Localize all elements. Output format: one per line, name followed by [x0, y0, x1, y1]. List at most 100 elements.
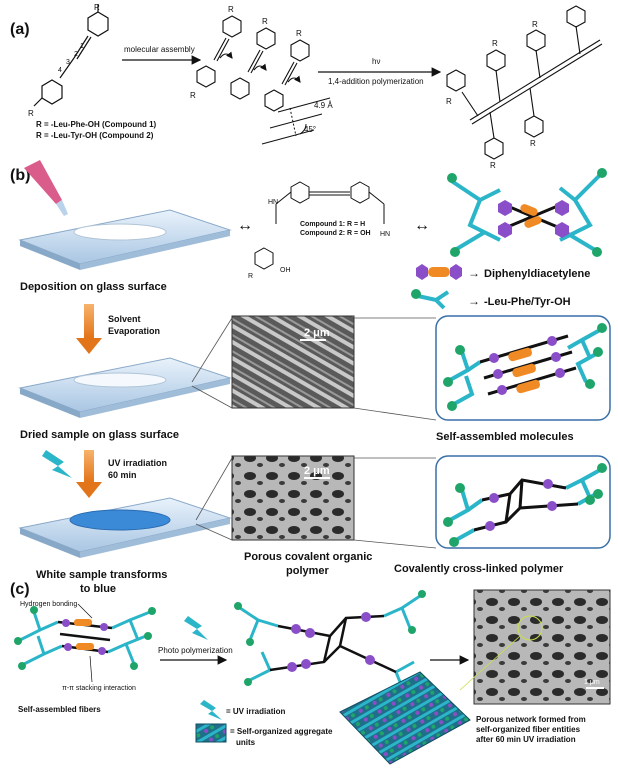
zoom-line-8: [353, 539, 437, 549]
zoom-line-2: [191, 385, 233, 409]
compound-structure: [254, 181, 385, 270]
blue-film: [69, 509, 171, 531]
fibers-label: Self-assembled fibers: [18, 705, 101, 714]
aggregate-legend-label-1: = Self-organized aggregate: [230, 727, 333, 736]
sem-image-porous: [231, 455, 355, 541]
stacked-monomers: [196, 15, 310, 112]
evaporation-arrow: [76, 304, 102, 354]
sem-image-fibers: [231, 315, 355, 409]
atom-num-1: 1: [80, 43, 84, 50]
panel-b-label: (b): [10, 167, 30, 184]
glass-slide-1: [18, 209, 232, 270]
r-group-3: R: [228, 5, 234, 14]
polymer-cartoon-c: [234, 590, 426, 698]
zoom-line-1: [191, 317, 233, 383]
pipette-icon: [24, 160, 68, 216]
step3-caption-1: White sample transforms: [36, 569, 167, 581]
r-group-8: R: [492, 39, 498, 48]
r-group-10: R: [490, 161, 496, 170]
step2-caption: Dried sample on glass surface: [20, 429, 179, 441]
aggregate-legend-icon: [195, 723, 227, 743]
panel-c-label: (c): [10, 581, 30, 598]
uv-arrow: [76, 450, 102, 498]
hbond-pointer: [77, 603, 93, 619]
dried-film: [73, 372, 167, 388]
droplet: [73, 223, 167, 241]
step1-caption: Deposition on glass surface: [20, 281, 167, 293]
panel-a-label: (a): [10, 21, 30, 38]
r-label-b: R: [248, 273, 253, 280]
cross-linked-cartoon: [443, 463, 607, 547]
assembly-label: molecular assembly: [124, 45, 195, 54]
box1-caption: Self-assembled molecules: [436, 431, 574, 443]
pi-pointer: [89, 655, 93, 683]
atom-num-4: 4: [58, 67, 62, 74]
r-group-5: R: [296, 29, 302, 38]
uv-label-1: UV irradiation: [108, 458, 167, 468]
evaporation-label-1: Solvent: [108, 314, 141, 324]
oh-label: OH: [280, 267, 291, 274]
self-assembled-fibers-cartoon: [14, 606, 156, 670]
cross-linked-box: [435, 455, 611, 549]
zoom-line-4: [353, 407, 437, 421]
aggregate-legend-label-2: units: [236, 738, 256, 747]
compound1-label: Compound 1: R = H: [300, 221, 365, 228]
legend-compound2: R = -Leu-Tyr-OH (Compound 2): [36, 131, 154, 140]
monomer-structure: [33, 4, 109, 107]
uv-label-2: 60 min: [108, 470, 137, 480]
legend-compound1: R = -Leu-Phe-OH (Compound 1): [36, 120, 157, 129]
stacked-molecules-cartoon: [443, 323, 607, 411]
sem2-caption-1: Porous covalent organic: [244, 551, 372, 563]
sem2-caption-2: polymer: [286, 565, 330, 577]
r-group-1: R: [94, 3, 100, 12]
r-group-9: R: [532, 20, 538, 29]
uv-legend-icon: [200, 700, 222, 720]
box2-caption: Covalently cross-linked polymer: [394, 563, 564, 575]
compound2-label: Compound 2: R = OH: [300, 230, 371, 237]
polymerization-label: 1,4-addition polymerization: [328, 77, 424, 86]
diacetylene-legend-icon: [416, 264, 462, 280]
legend-arrow-2: →: [468, 294, 480, 308]
scale-label-2: 2 μm: [304, 465, 330, 477]
zoom-line-5: [195, 457, 233, 521]
legend-diacetylene-label: Diphenyldiacetylene: [484, 268, 590, 280]
r-group-4: R: [262, 17, 268, 26]
zoom-line-6: [195, 523, 233, 541]
polymer-structure: [446, 5, 603, 160]
r-group-11: R: [530, 139, 536, 148]
hbond-label: Hydrogen bonding: [20, 601, 77, 608]
peptide-legend-icon: [411, 289, 450, 310]
scale-label-1: 2 μm: [304, 327, 330, 339]
step3-caption-2: to blue: [80, 583, 116, 595]
atom-num-2: 2: [74, 51, 78, 58]
angle-label: 45°: [304, 125, 316, 134]
equiv-arrow-1: ↔: [237, 217, 253, 234]
r-group-7: R: [446, 97, 452, 106]
sem-image-network: [473, 589, 611, 705]
stacking-geometry-inset: [261, 97, 331, 145]
nh-label-2: HN: [380, 231, 390, 238]
porous-caption-3: after 60 min UV irradiation: [476, 735, 576, 744]
glass-slide-2: [18, 357, 232, 418]
evaporation-label-2: Evaporation: [108, 326, 160, 336]
atom-num-3: 3: [66, 59, 70, 66]
aggregate-fiber-bundle: [339, 671, 471, 765]
highlight-circle: [517, 615, 543, 641]
pi-stacking-label: π-π stacking interaction: [62, 685, 136, 692]
zoom-line-9: [459, 635, 521, 691]
nh-label-1: HN: [268, 199, 278, 206]
glass-slide-3: [18, 497, 232, 558]
scale-label-3: 1 μm: [584, 679, 600, 686]
equiv-arrow-2: ↔: [414, 217, 430, 234]
hv-label: hν: [372, 57, 380, 66]
legend-peptide-label: -Leu-Phe/Tyr-OH: [484, 296, 571, 308]
distance-label: 4.9 Å: [314, 101, 333, 110]
molecule-cartoon: [447, 168, 607, 257]
porous-caption-1: Porous network formed from: [476, 715, 586, 724]
uv-lightning-icon: [42, 450, 72, 478]
uv-lightning-icon-2: [184, 616, 208, 640]
r-group-6: R: [190, 91, 196, 100]
uv-legend-label: = UV irradiation: [226, 707, 285, 716]
photo-label: Photo polymerization: [158, 646, 233, 655]
